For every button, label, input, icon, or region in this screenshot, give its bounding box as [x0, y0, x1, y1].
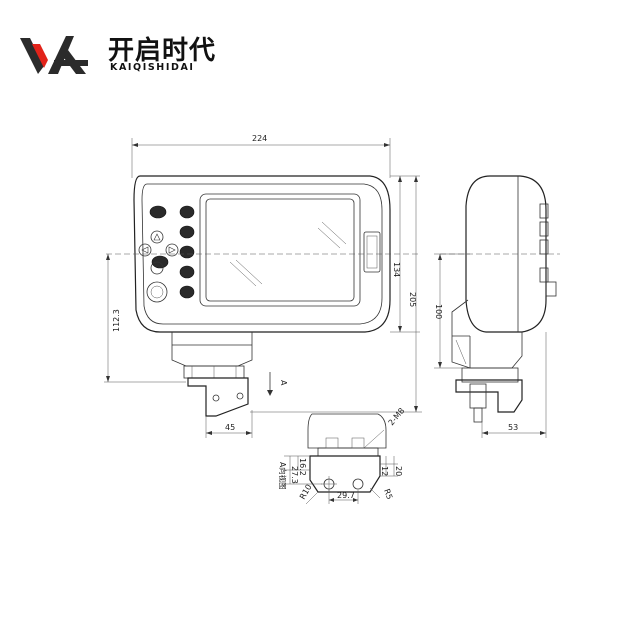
- dim-detail-offset-a: 12: [380, 466, 389, 476]
- function-button-5-icon: [179, 285, 195, 299]
- brand-name-en: KAIQISHIDAI: [110, 62, 195, 73]
- function-button-3-icon: [179, 245, 195, 259]
- button-menu-icon: [151, 255, 169, 269]
- brand-name-cn: 开启时代: [108, 36, 217, 66]
- dim-detail-height-a: 16.2: [298, 458, 307, 476]
- dim-detail-offset-b: 20: [394, 466, 403, 476]
- function-button-1-icon: [179, 205, 195, 219]
- dim-height-total: 205: [408, 292, 417, 307]
- va-logo-mark-icon: [20, 36, 88, 74]
- arrow-left-icon: [138, 243, 152, 257]
- dim-side-depth: 53: [508, 423, 518, 432]
- dim-width-total: 224: [252, 134, 267, 143]
- arrow-down-icon: [150, 261, 164, 275]
- button-esc-icon: [149, 205, 167, 219]
- dim-detail-view-label: A向视图: [278, 462, 288, 490]
- front-view: 224: [104, 134, 422, 438]
- function-button-4-icon: [179, 265, 195, 279]
- brand-logo: 开启时代 KAIQISHIDAI: [18, 30, 218, 80]
- dim-detail-radius-b: R5: [382, 488, 394, 501]
- arrow-up-icon: [150, 230, 164, 244]
- side-view: 100 53: [434, 175, 560, 438]
- dim-screen-height: 134: [392, 262, 401, 277]
- arrow-right-icon: [165, 243, 179, 257]
- function-button-2-icon: [179, 225, 195, 239]
- dim-detail-radius-a: R10: [298, 483, 314, 501]
- view-a-marker: A: [279, 380, 288, 386]
- dim-side-height: 100: [434, 304, 443, 319]
- detail-view-a: 16.2 27.3 A向视图 29.7 12 20 R10 R5 2-M8: [278, 406, 407, 505]
- dim-detail-hole: 2-M8: [387, 406, 407, 427]
- dim-mount-height: 112.3: [112, 309, 121, 332]
- dim-detail-height-b: 27.3: [290, 466, 299, 484]
- dim-detail-spacing: 29.7: [337, 491, 355, 500]
- dim-bracket-width: 45: [225, 423, 235, 432]
- knob-icon: [146, 281, 168, 303]
